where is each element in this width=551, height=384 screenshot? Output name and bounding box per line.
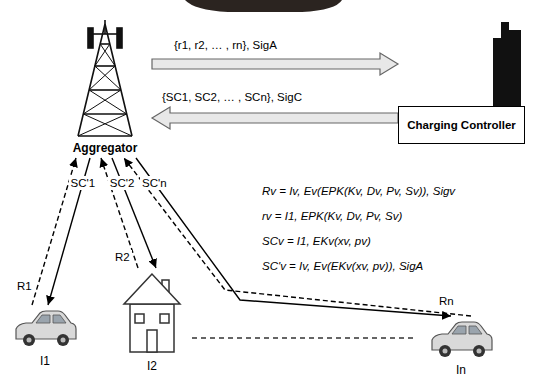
car-hub <box>27 338 32 343</box>
device-node: I2 <box>122 268 182 376</box>
equation-label: rv = I1, EPK(Kv, Dv, Pv, Sv) <box>262 209 402 223</box>
controller-building <box>493 22 521 106</box>
car-hub <box>61 338 66 343</box>
car-window <box>452 326 466 334</box>
node-illustration <box>58 20 152 158</box>
tower-brace <box>83 114 132 136</box>
car-symbol <box>16 311 76 346</box>
tower-brace <box>89 90 127 114</box>
edge-label: Rn <box>437 294 456 308</box>
edge-label: SC'n <box>140 176 169 190</box>
tower-brace <box>78 135 132 137</box>
box-label: Charging Controller <box>398 106 525 144</box>
tower-brace <box>89 89 121 91</box>
car-wheel <box>57 334 69 346</box>
car-wheel <box>23 334 35 346</box>
car-symbol <box>432 322 492 357</box>
equation-label: Rv = Iv, Ev(EPK(Kv, Dv, Pv, Sv)), Sigv <box>262 184 455 198</box>
car-wheel <box>439 345 451 357</box>
tower-legs <box>78 24 132 136</box>
tower-brace <box>95 44 110 66</box>
house-symbol <box>124 274 180 352</box>
ellipsis-dashes <box>192 337 415 339</box>
car-body <box>16 311 76 339</box>
car-wheel <box>473 345 485 357</box>
tower-brace <box>95 66 121 90</box>
device-node: I1 <box>12 305 78 371</box>
house-window <box>135 314 144 323</box>
tower-brace <box>83 90 121 114</box>
edge-label: {r1, r2, … , rn}, SigA <box>172 38 279 52</box>
antenna-panel <box>88 28 93 48</box>
process-box: Charging Controller <box>398 20 525 146</box>
edge-label: R1 <box>15 279 34 293</box>
edge-label: SC'2 <box>108 176 137 190</box>
block-arrow <box>152 107 398 129</box>
edge-label: {SC1, SC2, … , SCn}, SigC <box>160 90 304 104</box>
house-roof <box>124 274 180 304</box>
photo-fragment <box>185 0 342 12</box>
solid-arrow <box>112 158 156 268</box>
car-window <box>36 315 50 323</box>
device-node: Aggregator <box>58 20 152 158</box>
edge-label: SC'1 <box>69 176 98 190</box>
tower-brace <box>78 114 127 136</box>
antenna-arm <box>93 33 105 35</box>
car-body <box>432 322 492 350</box>
equation-label: SCv = I1, EKv(xv, pv) <box>262 234 371 248</box>
equation-label: SC'v = Iv, Ev(EKv(xv, pv)), SigA <box>262 259 423 273</box>
node-label: Aggregator <box>73 141 138 155</box>
dashed-arrow <box>124 158 471 316</box>
tower-brace <box>100 43 110 45</box>
car-hub <box>443 349 448 354</box>
car-window <box>469 326 482 334</box>
car-window <box>53 315 66 323</box>
dashed-arrow <box>101 158 138 268</box>
house-door <box>147 330 157 352</box>
tower-brace <box>95 65 115 67</box>
house-window <box>160 314 169 323</box>
solid-arrow <box>136 158 451 316</box>
tower-brace <box>83 113 126 115</box>
node-label: I1 <box>40 354 50 368</box>
antenna-panel <box>117 28 122 48</box>
edge-label: R2 <box>113 250 132 264</box>
tower-brace <box>89 66 115 90</box>
node-label: I2 <box>147 359 157 373</box>
house-wall <box>130 304 174 352</box>
block-arrow <box>152 53 398 75</box>
node-label: In <box>456 363 466 377</box>
device-node: In <box>428 316 494 380</box>
car-hub <box>477 349 482 354</box>
tower-symbol <box>78 20 132 136</box>
antenna-arm <box>105 33 117 35</box>
